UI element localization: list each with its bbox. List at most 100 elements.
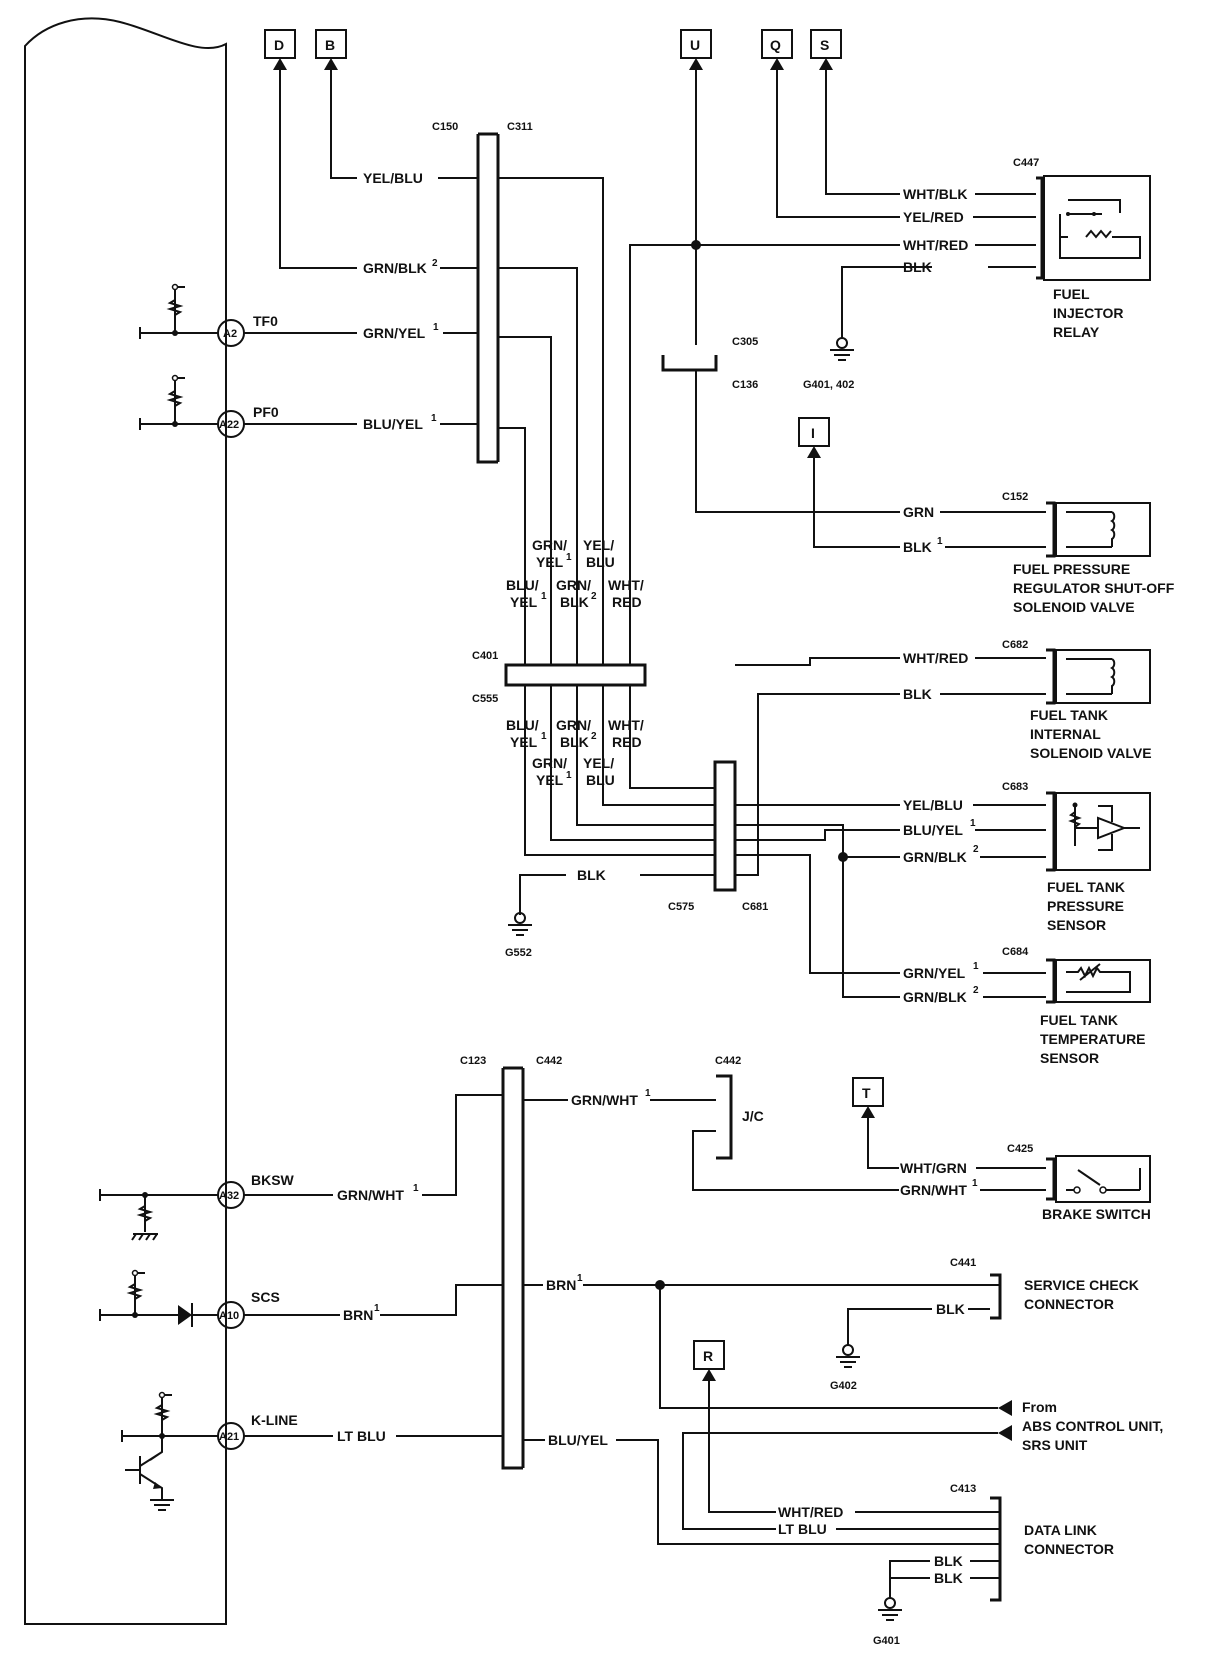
pin-a10-label: A10: [219, 1310, 239, 1322]
fprs-solenoid: [1055, 502, 1151, 557]
pin-a22-label: A22: [219, 419, 239, 431]
wire-t-wht-grn: [867, 1118, 1046, 1169]
label-grn-blk-ftps: GRN/BLK: [903, 849, 967, 865]
label-c684: C684: [1002, 946, 1029, 958]
label-wht-red-relay: WHT/RED: [903, 237, 968, 253]
label-c311: C311: [507, 121, 533, 133]
label-brake-switch: BRAKE SWITCH: [1042, 1206, 1151, 1222]
sup-2-e: 2: [973, 985, 979, 996]
label-fprs-1: FUEL PRESSURE: [1013, 561, 1130, 577]
label-c682: C682: [1002, 639, 1028, 651]
label-low-grn2: GRN/: [532, 755, 567, 771]
label-wht-grn: WHT/GRN: [900, 1160, 967, 1176]
label-blk-1: BLK: [903, 539, 932, 555]
wire-c555-blu-yel: [524, 685, 715, 856]
ground-g552: [508, 912, 532, 936]
wire-lt-blu-dlc: [682, 1440, 1000, 1530]
terminal-d: D: [264, 29, 296, 70]
label-scc-2: CONNECTOR: [1024, 1296, 1114, 1312]
sup-1-n: 1: [577, 1273, 583, 1284]
brake-switch: [1055, 1155, 1151, 1203]
terminal-t: T: [852, 1077, 884, 1118]
connector-c152: [1046, 501, 1056, 558]
wire-c311-blu-yel: [498, 427, 526, 665]
label-mid-grn2: GRN/: [556, 577, 591, 593]
connector-c684: [1046, 958, 1056, 1004]
label-c575: C575: [668, 901, 694, 913]
pressure-sensor-internals: [1068, 802, 1140, 851]
label-low-grn: GRN/: [556, 717, 591, 733]
wire-c555-grn-blk: [576, 685, 715, 826]
connector-c682: [1046, 648, 1056, 705]
label-low-blu2: BLU: [586, 772, 615, 788]
label-relay-3: RELAY: [1053, 324, 1100, 340]
svg-text:S: S: [820, 37, 829, 53]
wire-c136-grn: [695, 245, 1046, 513]
wire-a10-brn: [244, 1284, 503, 1316]
connector-c447: [1036, 176, 1044, 280]
label-srs: SRS UNIT: [1022, 1437, 1088, 1453]
connector-c442-jc: [716, 1074, 733, 1160]
label-blk-g552: BLK: [577, 867, 606, 883]
wire-c555-wht-red: [629, 685, 715, 789]
sup-2-a: 2: [432, 258, 438, 269]
label-c681: C681: [742, 901, 768, 913]
wire-d-grn-blk: [279, 70, 478, 269]
relay-internals: [1059, 199, 1141, 259]
terminal-u: U: [680, 29, 712, 70]
wire-dlc-blk-1: [889, 1560, 1000, 1598]
wire-c442-blu-yel: [523, 1439, 1000, 1545]
wire-c681-wht-red: [735, 657, 1046, 666]
wire-c681-grn-blk: [735, 824, 1046, 858]
label-mid-blu: BLU: [586, 554, 615, 570]
label-c442: C442: [536, 1055, 562, 1067]
pin-a32-circuit: [99, 1189, 219, 1241]
wire-scc-blk: [847, 1308, 990, 1345]
wire-i-blk: [813, 458, 1046, 548]
label-blk-relay: BLK: [903, 259, 932, 275]
wire-q-yel-red: [776, 70, 1036, 218]
label-fprs-2: REGULATOR SHUT-OFF: [1013, 580, 1175, 596]
label-ftps-2: PRESSURE: [1047, 898, 1124, 914]
svg-text:Q: Q: [770, 37, 781, 53]
arrow-srs: [998, 1425, 1012, 1441]
sup-1-i: 1: [973, 961, 979, 972]
sup-2-d: 2: [973, 844, 979, 855]
label-fprs-3: SOLENOID VALVE: [1013, 599, 1135, 615]
label-mid-red: RED: [612, 594, 642, 610]
label-grn-yel-ftts: GRN/YEL: [903, 965, 966, 981]
wire-c311-yel-blu: [498, 177, 604, 665]
label-ftts-3: SENSOR: [1040, 1050, 1099, 1066]
label-low-yel2: YEL: [536, 772, 564, 788]
label-blu-yel-1: BLU/YEL: [363, 416, 423, 432]
label-grn-yel-1: GRN/YEL: [363, 325, 426, 341]
label-c442-b: C442: [715, 1055, 741, 1067]
label-grn-blk-1: GRN/BLK: [363, 260, 427, 276]
connector-c150-c311: [476, 132, 500, 464]
pin-a2-circuit: [139, 283, 219, 339]
label-low-red: RED: [612, 734, 642, 750]
wire-grn-blk-ftts: [842, 857, 1046, 998]
wire-c681-grn-yel: [735, 854, 1046, 974]
label-low-yel: YEL: [510, 734, 538, 750]
label-g401-402: G401, 402: [803, 379, 854, 391]
wire-brn-abs: [659, 1285, 998, 1409]
sup-2-c: 2: [591, 731, 597, 742]
label-lt-blu-1: LT BLU: [337, 1428, 386, 1444]
pin-a21-circuit: [121, 1391, 219, 1511]
label-c425: C425: [1007, 1143, 1033, 1155]
sup-1-b: 1: [431, 413, 437, 424]
pin-a32-label: A32: [219, 1190, 239, 1202]
connector-c441: [990, 1273, 1002, 1320]
label-mid-wht: WHT/: [608, 577, 644, 593]
ground-g401: [878, 1597, 902, 1621]
label-wht-red-dlc: WHT/RED: [778, 1504, 843, 1520]
ground-g402: [836, 1344, 860, 1368]
pin-a2-label: A2: [223, 328, 237, 340]
label-c447: C447: [1013, 157, 1039, 169]
pin-a10-name: SCS: [251, 1289, 280, 1305]
label-wht-blk: WHT/BLK: [903, 186, 968, 202]
wire-c311-grn-yel: [498, 336, 552, 665]
label-g552: G552: [505, 947, 532, 959]
wire-a32-grn-wht: [244, 1094, 503, 1196]
